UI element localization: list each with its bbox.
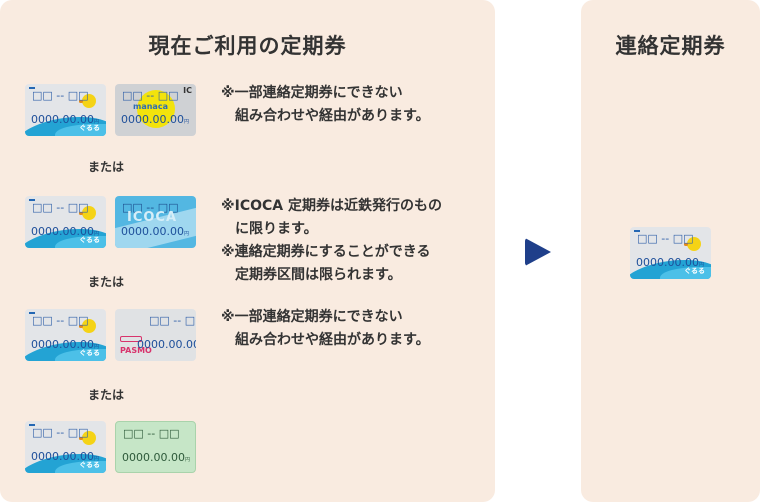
icoca-card: □□ -- □□ ICOCA 0000.00.00円 — [115, 196, 196, 248]
combined-pass-card: □□ -- □□ 0000.00.00円 ぐるる — [630, 227, 711, 279]
pasmo-card: □□ -- □□ PASMO 0000.00.00円 — [115, 309, 196, 361]
ic-badge: IC — [183, 86, 192, 95]
note-icoca: ※ICOCA 定期券は近鉄発行のもの に限ります。 ※連絡定期券にすることができ… — [221, 198, 442, 283]
icoca-logo: ICOCA — [127, 210, 178, 225]
or-label-1: または — [88, 160, 125, 174]
kintetsu-card: □□ -- □□ 0000.00.00円 ぐるる — [25, 421, 106, 473]
note-pasmo: ※一部連絡定期券にできない 組み合わせや経由があります。 — [221, 309, 430, 348]
combined-pass-panel: 連絡定期券 — [581, 0, 760, 502]
or-label-2: または — [88, 275, 125, 289]
manaca-logo: manaca — [133, 102, 168, 111]
pasmo-logo: PASMO — [120, 346, 152, 355]
or-label-3: または — [88, 388, 125, 402]
train-icon — [120, 336, 142, 342]
arrow-right-icon — [525, 238, 551, 266]
combined-pass-title: 連絡定期券 — [615, 34, 726, 58]
sun-icon — [137, 90, 175, 128]
mascot-icon — [79, 319, 96, 333]
kintetsu-card: □□ -- □□ 0000.00.00円 ぐるる — [25, 84, 106, 136]
mascot-icon — [79, 94, 96, 108]
manaca-card: IC □□ -- □□ manaca 0000.00.00円 — [115, 84, 196, 136]
kintetsu-card: □□ -- □□ 0000.00.00円 ぐるる — [25, 309, 106, 361]
current-pass-panel: 現在ご利用の定期券 — [0, 0, 495, 502]
mascot-icon — [79, 206, 96, 220]
mascot-icon — [79, 431, 96, 445]
mascot-icon — [684, 237, 701, 251]
kintetsu-card: □□ -- □□ 0000.00.00円 ぐるる — [25, 196, 106, 248]
current-pass-title: 現在ご利用の定期券 — [148, 34, 347, 58]
commuter-ticket-card: □□ -- □□ 0000.00.00円 — [115, 421, 196, 473]
note-manaca: ※一部連絡定期券にできない 組み合わせや経由があります。 — [221, 85, 430, 124]
